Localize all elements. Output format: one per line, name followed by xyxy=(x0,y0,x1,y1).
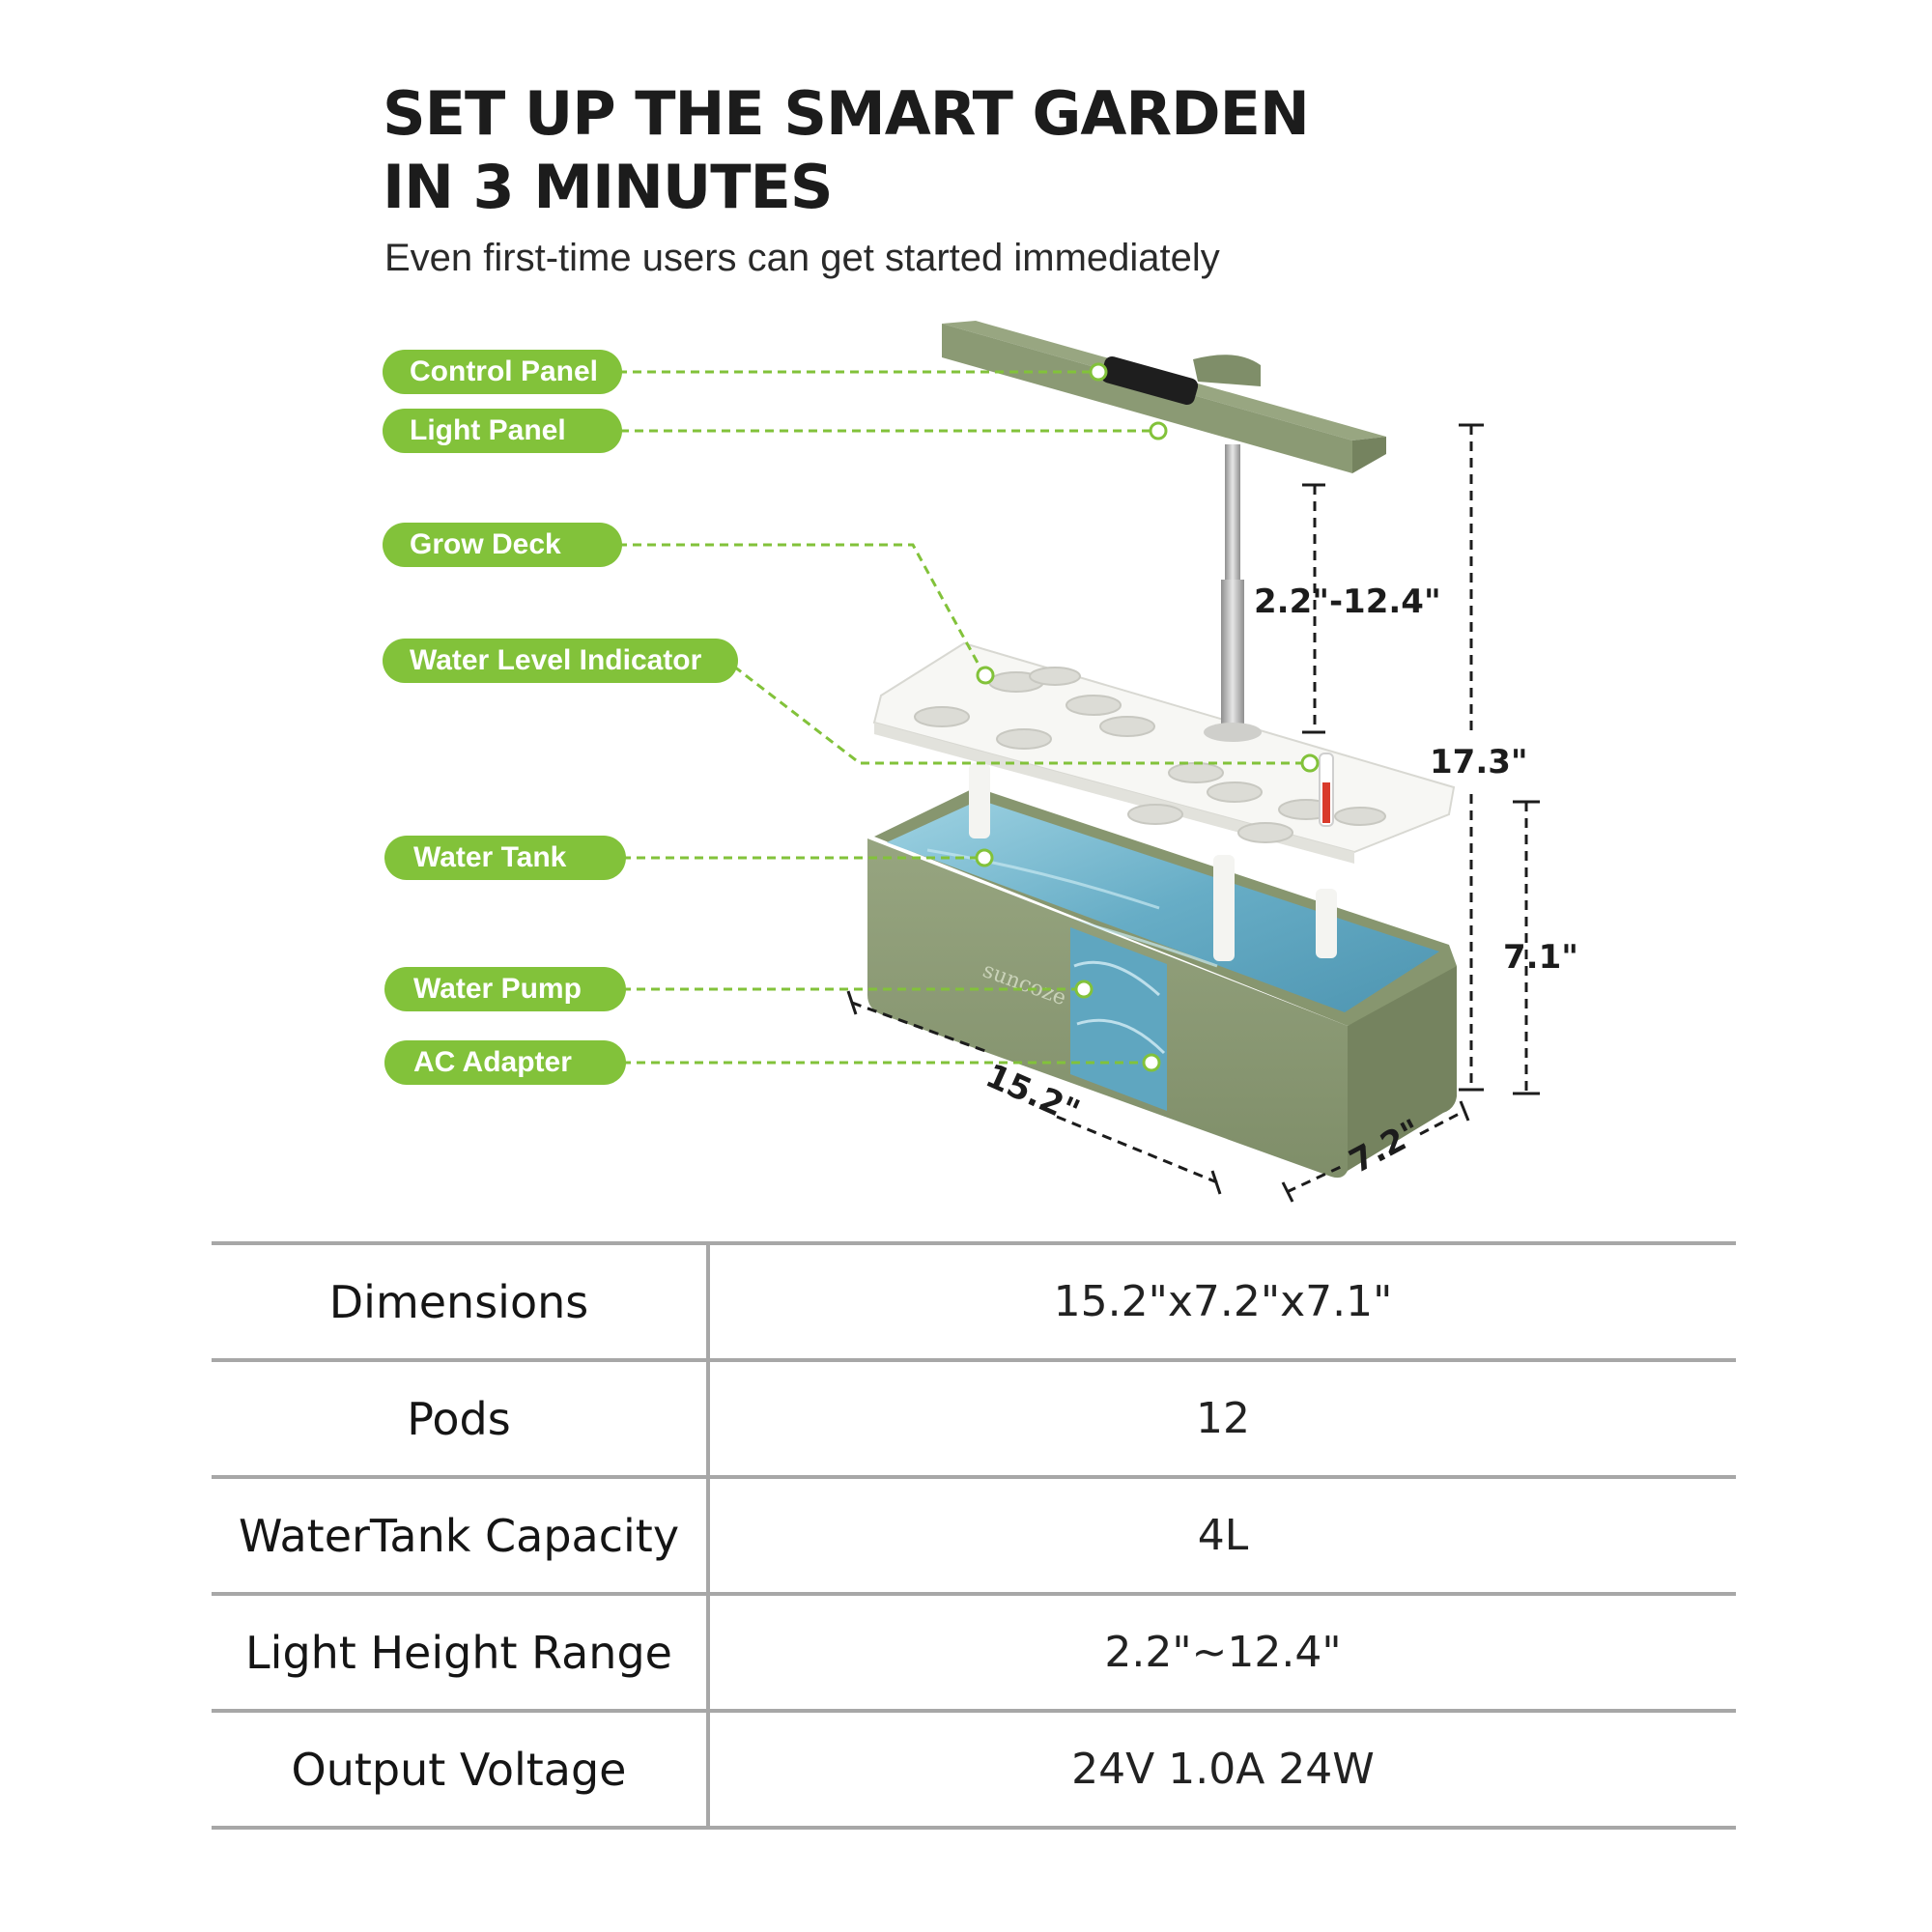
total-height-dimension: 17.3" xyxy=(1430,743,1528,781)
page-title: SET UP THE SMART GARDEN IN 3 MINUTES xyxy=(383,77,1310,224)
callout-light-panel: Light Panel xyxy=(383,409,622,453)
spec-value: 15.2"x7.2"x7.1" xyxy=(708,1241,1736,1362)
leader-dots xyxy=(975,362,1320,1072)
tank-height-dimension: 7.1" xyxy=(1503,938,1578,977)
light-range-dimension: 2.2"-12.4" xyxy=(1254,582,1441,621)
control-panel xyxy=(1100,355,1199,406)
light-panel xyxy=(942,321,1386,473)
leader-lines xyxy=(618,370,1308,1065)
title-line-1: SET UP THE SMART GARDEN xyxy=(383,78,1310,149)
spec-value: 12 xyxy=(708,1358,1736,1479)
spec-label: Pods xyxy=(212,1358,710,1479)
table-row: Output Voltage 24V 1.0A 24W xyxy=(212,1709,1736,1830)
grow-deck xyxy=(872,641,1456,864)
water-surface xyxy=(887,800,1439,1012)
spec-table: Dimensions 15.2"x7.2"x7.1" Pods 12 Water… xyxy=(212,1241,1736,1830)
dimension-lines xyxy=(846,423,1540,1203)
page-subtitle: Even first-time users can get started im… xyxy=(384,237,1220,279)
table-row: WaterTank Capacity 4L xyxy=(212,1475,1736,1596)
spec-value: 24V 1.0A 24W xyxy=(708,1709,1736,1830)
callout-water-tank: Water Tank xyxy=(384,836,626,880)
spec-value: 2.2"~12.4" xyxy=(708,1592,1736,1713)
callout-ac-adapter: AC Adapter xyxy=(384,1040,626,1085)
telescopic-pole xyxy=(1204,444,1262,742)
water-level-indicator xyxy=(1319,753,1334,827)
title-line-2: IN 3 MINUTES xyxy=(383,152,834,222)
spec-label: WaterTank Capacity xyxy=(212,1475,710,1596)
spec-label: Light Height Range xyxy=(212,1592,710,1713)
table-row: Light Height Range 2.2"~12.4" xyxy=(212,1592,1736,1713)
callout-grow-deck: Grow Deck xyxy=(383,523,622,567)
spec-value: 4L xyxy=(708,1475,1736,1596)
callout-water-level-indicator: Water Level Indicator xyxy=(383,639,738,683)
water-tank: suncoze xyxy=(867,787,1457,1179)
callout-water-pump: Water Pump xyxy=(384,967,626,1011)
table-row: Pods 12 xyxy=(212,1358,1736,1479)
deck-legs xyxy=(969,763,1337,961)
table-row: Dimensions 15.2"x7.2"x7.1" xyxy=(212,1241,1736,1362)
spec-label: Output Voltage xyxy=(212,1709,710,1830)
tank-side-wall xyxy=(1348,966,1457,1171)
spec-label: Dimensions xyxy=(212,1241,710,1362)
product-diagram: suncoze xyxy=(618,321,1578,1203)
callout-control-panel: Control Panel xyxy=(383,350,622,394)
